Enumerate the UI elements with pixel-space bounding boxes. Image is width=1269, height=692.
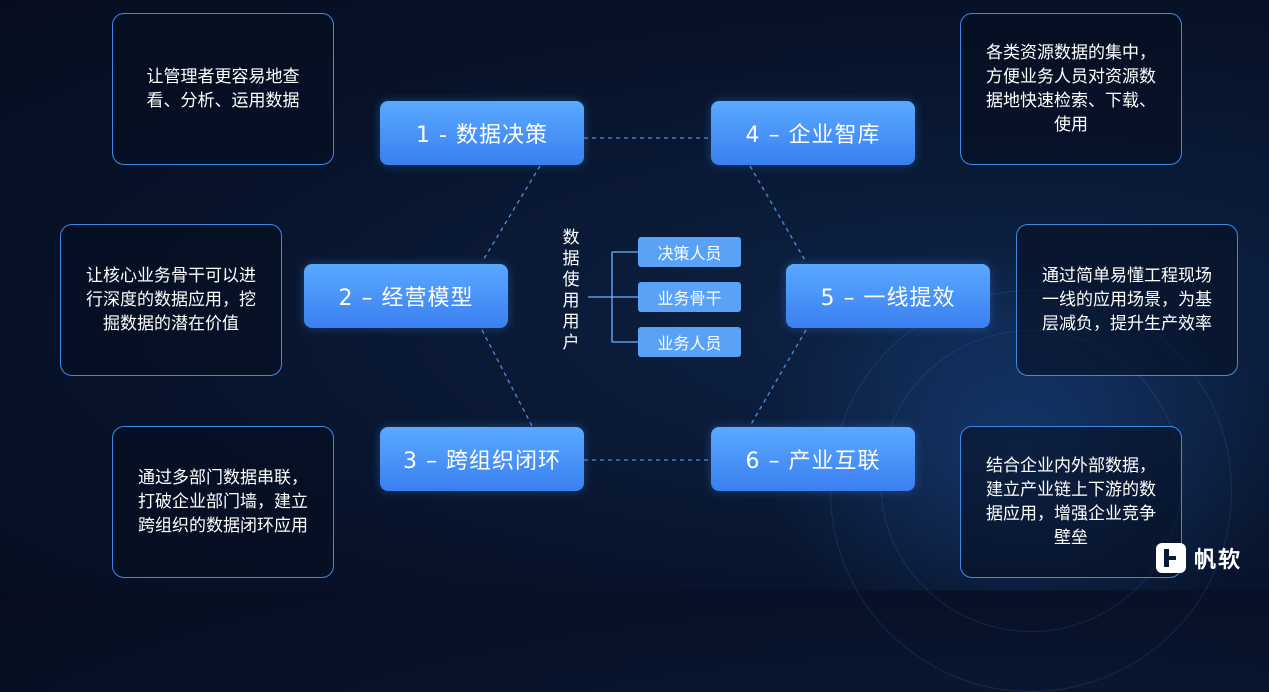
desc-text-2: 让核心业务骨干可以进行深度的数据应用，挖掘数据的潜在价值 <box>86 266 256 334</box>
brand-name: 帆软 <box>1194 548 1243 573</box>
connector-lines <box>481 137 807 461</box>
user-tag-backbone: 业务骨干 <box>638 282 741 312</box>
desc-text-1: 让管理者更容易地查看、分析、运用数据 <box>146 67 300 111</box>
desc-text-3: 通过多部门数据串联，打破企业部门墙，建立跨组织的数据闭环应用 <box>138 468 308 536</box>
fanruan-logo-icon <box>1156 543 1186 573</box>
desc-box-2: 让核心业务骨干可以进行深度的数据应用，挖掘数据的潜在价值 <box>60 224 282 376</box>
desc-box-4: 各类资源数据的集中，方便业务人员对资源数据地快速检索、下载、使用 <box>960 13 1182 165</box>
node-1-data-decision: 1 - 数据决策 <box>380 101 584 165</box>
user-tag-decision: 决策人员 <box>638 237 741 267</box>
desc-text-6: 结合企业内外部数据，建立产业链上下游的数据应用，增强企业竞争壁垒 <box>986 456 1156 548</box>
connector-line-2-3 <box>481 329 533 427</box>
node-6-industry-interconnect: 6 – 产业互联 <box>711 427 915 491</box>
user-tag-staff: 业务人员 <box>638 327 741 357</box>
desc-box-3: 通过多部门数据串联，打破企业部门墙，建立跨组织的数据闭环应用 <box>112 426 334 578</box>
center-label: 数据使用用户 <box>562 228 580 353</box>
desc-text-5: 通过简单易懂工程现场一线的应用场景，为基层减负，提升生产效率 <box>1042 266 1212 334</box>
node-3-cross-org-loop: 3 – 跨组织闭环 <box>380 427 584 491</box>
node-2-business-model: 2 – 经营模型 <box>304 264 508 328</box>
desc-box-6: 结合企业内外部数据，建立产业链上下游的数据应用，增强企业竞争壁垒 <box>960 426 1182 578</box>
connector-line-4-5 <box>749 165 807 263</box>
brand-logo: 帆软 <box>1156 542 1242 574</box>
desc-box-5: 通过简单易懂工程现场一线的应用场景，为基层减负，提升生产效率 <box>1016 224 1238 376</box>
connector-line-1-2 <box>481 165 541 263</box>
node-4-enterprise-think-tank: 4 – 企业智库 <box>711 101 915 165</box>
node-5-frontline-efficiency: 5 – 一线提效 <box>786 264 990 328</box>
desc-box-1: 让管理者更容易地查看、分析、运用数据 <box>112 13 334 165</box>
connector-line-5-6 <box>749 329 807 427</box>
desc-text-4: 各类资源数据的集中，方便业务人员对资源数据地快速检索、下载、使用 <box>986 43 1156 135</box>
